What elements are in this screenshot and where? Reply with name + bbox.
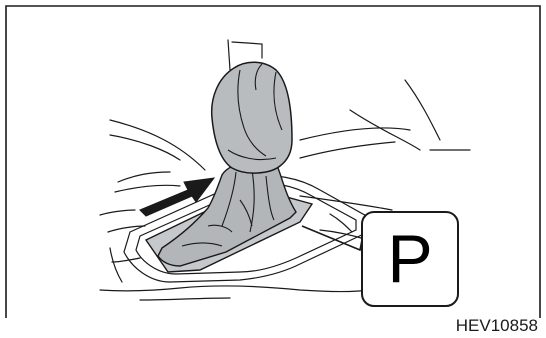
figure-code: HEV10858 [456,316,538,336]
shift-knob [212,62,292,173]
shift-position-label: P [362,212,458,306]
callout-connector [302,226,362,250]
